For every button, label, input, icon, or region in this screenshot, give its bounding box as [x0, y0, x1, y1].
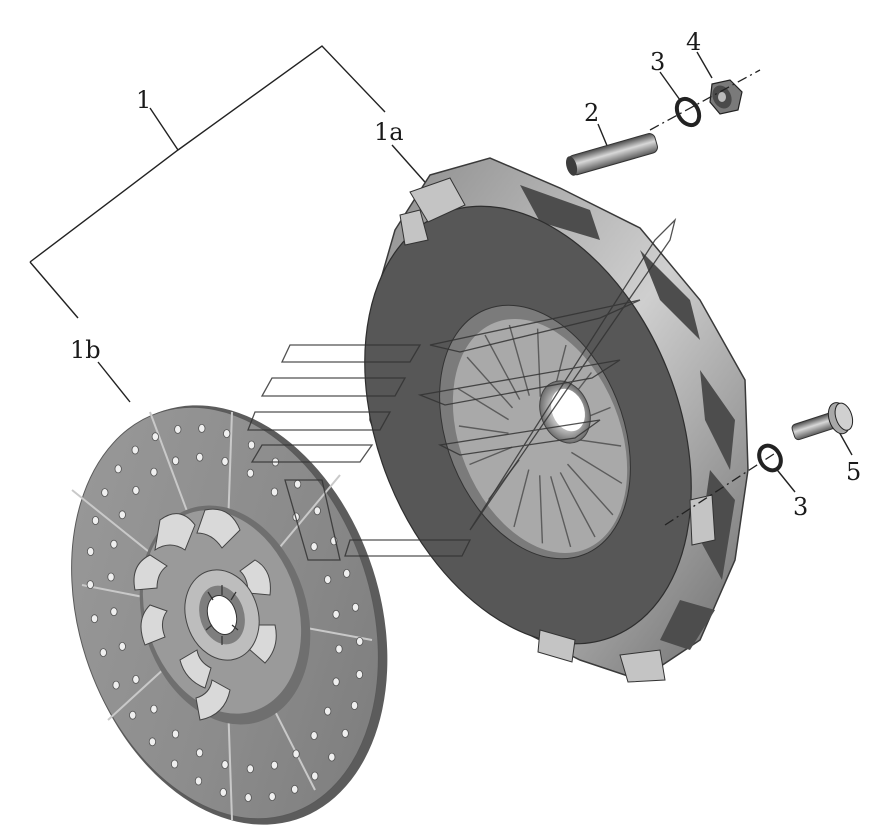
rivet-hole	[118, 510, 126, 520]
diaphragm-finger	[539, 475, 544, 544]
rivet-hole	[151, 432, 159, 442]
rivet-hole	[292, 749, 300, 759]
assembly-axes	[649, 69, 781, 526]
callout-clutch-disc: 1b	[70, 336, 101, 364]
rivet-hole	[150, 467, 158, 477]
rivet-hole	[112, 680, 120, 690]
callout-stud: 2	[584, 99, 599, 127]
rivet-hole	[324, 706, 332, 716]
rivet-hole	[335, 644, 343, 654]
callout-pressure-plate: 1a	[374, 118, 404, 146]
rivet-hole	[196, 748, 204, 758]
rivet-hole	[341, 729, 349, 738]
callout-washer-bottom: 3	[793, 493, 808, 521]
callout-washer-top: 3	[650, 48, 665, 76]
rivet-hole	[87, 547, 95, 556]
rivet-hole	[328, 752, 336, 762]
rivet-hole	[246, 764, 254, 774]
rivet-hole	[221, 760, 229, 769]
assembly-bracket	[29, 45, 853, 493]
watermark-logo	[247, 217, 677, 561]
callout-bolt: 5	[846, 458, 861, 486]
rivet-hole	[247, 440, 256, 450]
rivet-hole	[148, 737, 156, 747]
rivet-hole	[171, 759, 179, 769]
rivet-hole	[101, 488, 109, 498]
rivet-hole	[311, 771, 319, 781]
callout-assembly: 1	[136, 86, 151, 114]
rivet-hole	[196, 452, 204, 462]
rivet-hole	[114, 464, 122, 474]
rivet-hole	[332, 677, 340, 687]
rivet-hole	[198, 423, 206, 433]
rivet-hole	[246, 468, 254, 478]
rivet-hole	[131, 445, 139, 455]
rivet-hole	[332, 609, 340, 619]
washer-bottom	[757, 443, 783, 473]
diaphragm-finger	[566, 463, 614, 516]
rivet-hole	[313, 506, 321, 516]
diaphragm-finger	[508, 324, 530, 396]
diaphragm-finger	[536, 328, 541, 397]
bolt	[791, 402, 854, 441]
diaphragm-finger	[513, 469, 530, 528]
nut	[709, 79, 743, 115]
rivet-hole	[132, 675, 140, 684]
diaphragm-finger	[571, 451, 623, 484]
rivet-hole	[118, 642, 126, 651]
rivet-hole	[174, 424, 182, 434]
rivet-hole	[270, 487, 279, 497]
washer-top	[674, 96, 702, 128]
rivet-hole	[90, 614, 99, 624]
diaphragm-finger	[458, 425, 509, 434]
rivet-hole	[244, 793, 252, 802]
diaphragm-finger	[469, 446, 513, 466]
callout-nut: 4	[686, 28, 701, 56]
rivet-hole	[291, 784, 299, 794]
rivet-hole	[310, 542, 318, 551]
rivet-hole	[356, 637, 364, 646]
callout-labels: 1 1a 1b 2 3 4 3 5	[70, 28, 861, 521]
rivet-hole	[107, 572, 115, 582]
rivet-hole	[99, 648, 107, 657]
stud	[566, 133, 658, 176]
rivet-hole	[221, 456, 229, 466]
diaphragm-finger	[484, 334, 521, 400]
rivet-hole	[223, 429, 231, 439]
rivet-hole	[343, 569, 351, 578]
rivet-hole	[86, 580, 94, 589]
rivet-hole	[324, 575, 332, 584]
rivet-hole	[350, 701, 359, 710]
rivet-hole	[150, 704, 158, 714]
rivet-hole	[293, 479, 302, 489]
rivet-hole	[194, 776, 203, 786]
clutch-disc	[71, 405, 388, 825]
diaphragm-finger	[559, 472, 596, 538]
rivet-hole	[268, 792, 276, 801]
rivet-hole	[129, 710, 137, 720]
rivet-hole	[310, 731, 318, 740]
diaphragm-finger	[457, 388, 509, 421]
rivet-hole	[110, 539, 118, 549]
rivet-hole	[132, 485, 140, 495]
rivet-hole	[219, 788, 227, 797]
rivet-hole	[351, 602, 360, 612]
diaphragm-finger	[550, 476, 572, 548]
rivet-hole	[171, 729, 180, 739]
rivet-hole	[172, 456, 180, 466]
rivet-hole	[355, 670, 363, 679]
rivet-hole	[110, 607, 118, 617]
rivet-hole	[270, 760, 278, 770]
rivet-hole	[91, 516, 100, 525]
